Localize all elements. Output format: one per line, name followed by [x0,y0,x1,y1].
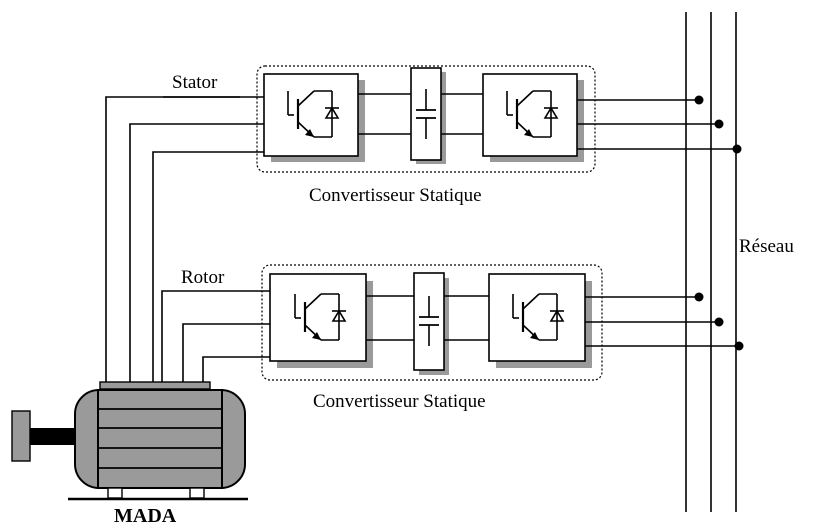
grid-lines [685,12,737,512]
stator-label: Stator [172,72,218,93]
rotor-label: Rotor [181,267,225,288]
converter-top [256,65,596,173]
converter-bottom-label: Convertisseur Statique [313,391,486,412]
junction-dots [694,95,744,351]
grid-connections [577,99,739,347]
converter-bottom [261,264,603,381]
rotor-wires [161,290,270,383]
grid-label: Réseau [739,236,794,257]
machine-label: MADA [114,505,177,527]
stator-wires [105,96,264,383]
converter-top-label: Convertisseur Statique [309,185,482,206]
mada-machine [11,381,248,501]
